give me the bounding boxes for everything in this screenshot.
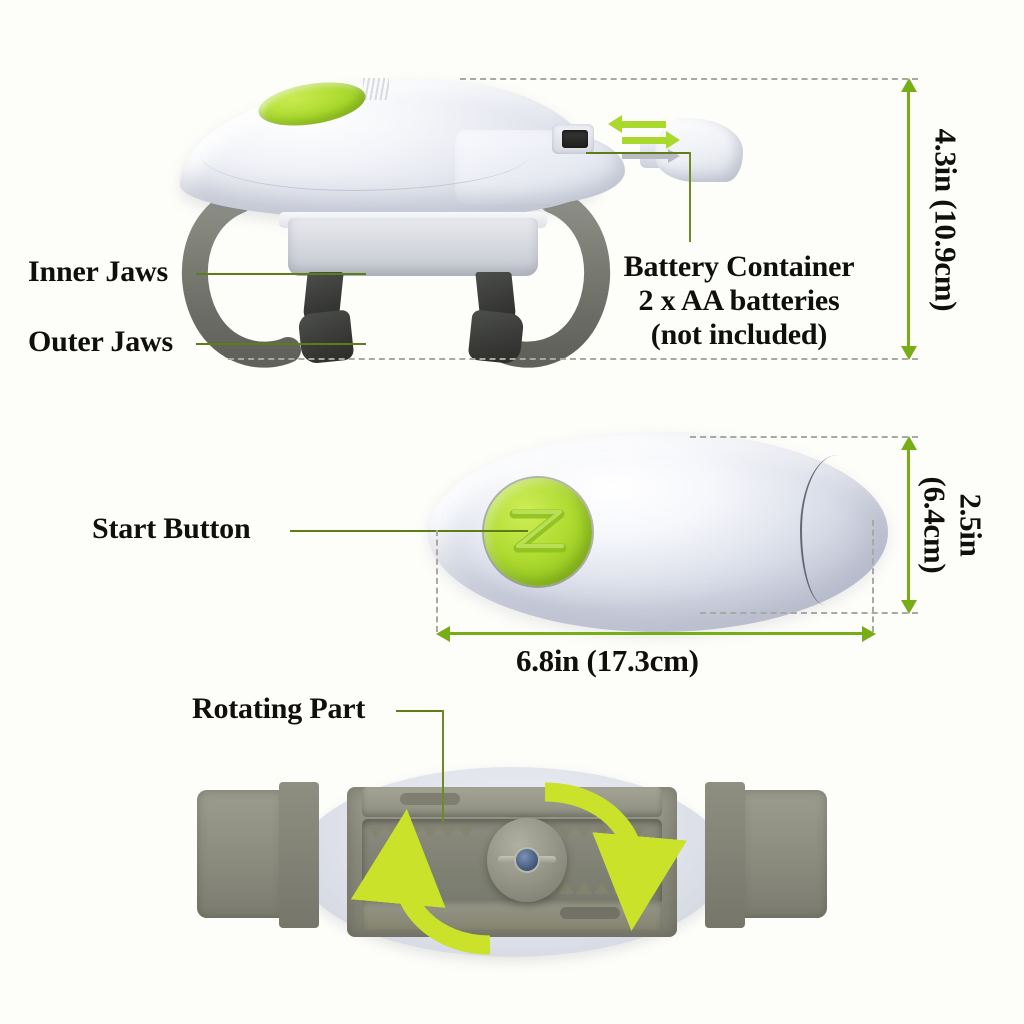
callout-outer-jaws: Outer Jaws xyxy=(28,325,173,358)
battery-line-3: (not included) xyxy=(650,318,828,352)
callout-inner-jaws: Inner Jaws xyxy=(28,255,168,288)
top-view-group: Start Button 2.5in (6.4cm) 6.8in (17.3cm… xyxy=(0,400,1024,700)
battery-bay-opening xyxy=(562,130,588,148)
dim-ext-top-side xyxy=(460,78,918,80)
inner-jaws-leader xyxy=(196,273,366,275)
center-pin xyxy=(516,849,538,871)
jaw-arms xyxy=(181,190,611,368)
body-seam-line xyxy=(200,150,530,191)
side-view-group: Inner Jaws Outer Jaws Battery Container … xyxy=(0,0,1024,400)
rotating-part-leader-h xyxy=(396,710,444,712)
start-button-symbol xyxy=(509,509,567,553)
battery-line-2: 2 x AA batteries xyxy=(638,284,840,318)
start-button-leader xyxy=(290,530,528,532)
dim-ext-right-top xyxy=(872,520,874,632)
jaw-pad-left xyxy=(197,790,283,918)
base-housing xyxy=(288,218,538,276)
rotation-arrows xyxy=(350,782,687,955)
dim-ext-top-top xyxy=(690,436,918,438)
top-seam-line xyxy=(800,455,862,605)
callout-rotating-part: Rotating Part xyxy=(192,692,366,725)
dim-ext-bottom-side xyxy=(228,358,918,360)
outer-jaws-leader xyxy=(196,343,366,345)
jaw-hinge-right xyxy=(705,782,745,928)
product-marking xyxy=(363,78,389,100)
callout-battery-container: Battery Container 2 x AA batteries (not … xyxy=(604,250,874,353)
jaw-hinge-left xyxy=(279,782,319,928)
dim-ext-left-top xyxy=(436,530,438,632)
battery-leader-vertical xyxy=(689,152,691,242)
dim-label-width-top: 6.8in (17.3cm) xyxy=(516,643,699,678)
callout-start-button: Start Button xyxy=(92,512,251,545)
dim-arrow-height-side xyxy=(900,78,918,360)
dim-arrow-height-top xyxy=(900,436,918,614)
start-button-top[interactable] xyxy=(484,478,592,586)
battery-leader-horizontal xyxy=(586,152,691,154)
rail-slot-top xyxy=(400,793,460,805)
dim-ext-bottom-top xyxy=(700,612,918,614)
jaw-pad-right xyxy=(741,790,827,918)
battery-line-1: Battery Container xyxy=(623,250,855,283)
dim-arrow-width-top xyxy=(436,625,876,643)
rotating-part-leader-v xyxy=(442,710,444,823)
